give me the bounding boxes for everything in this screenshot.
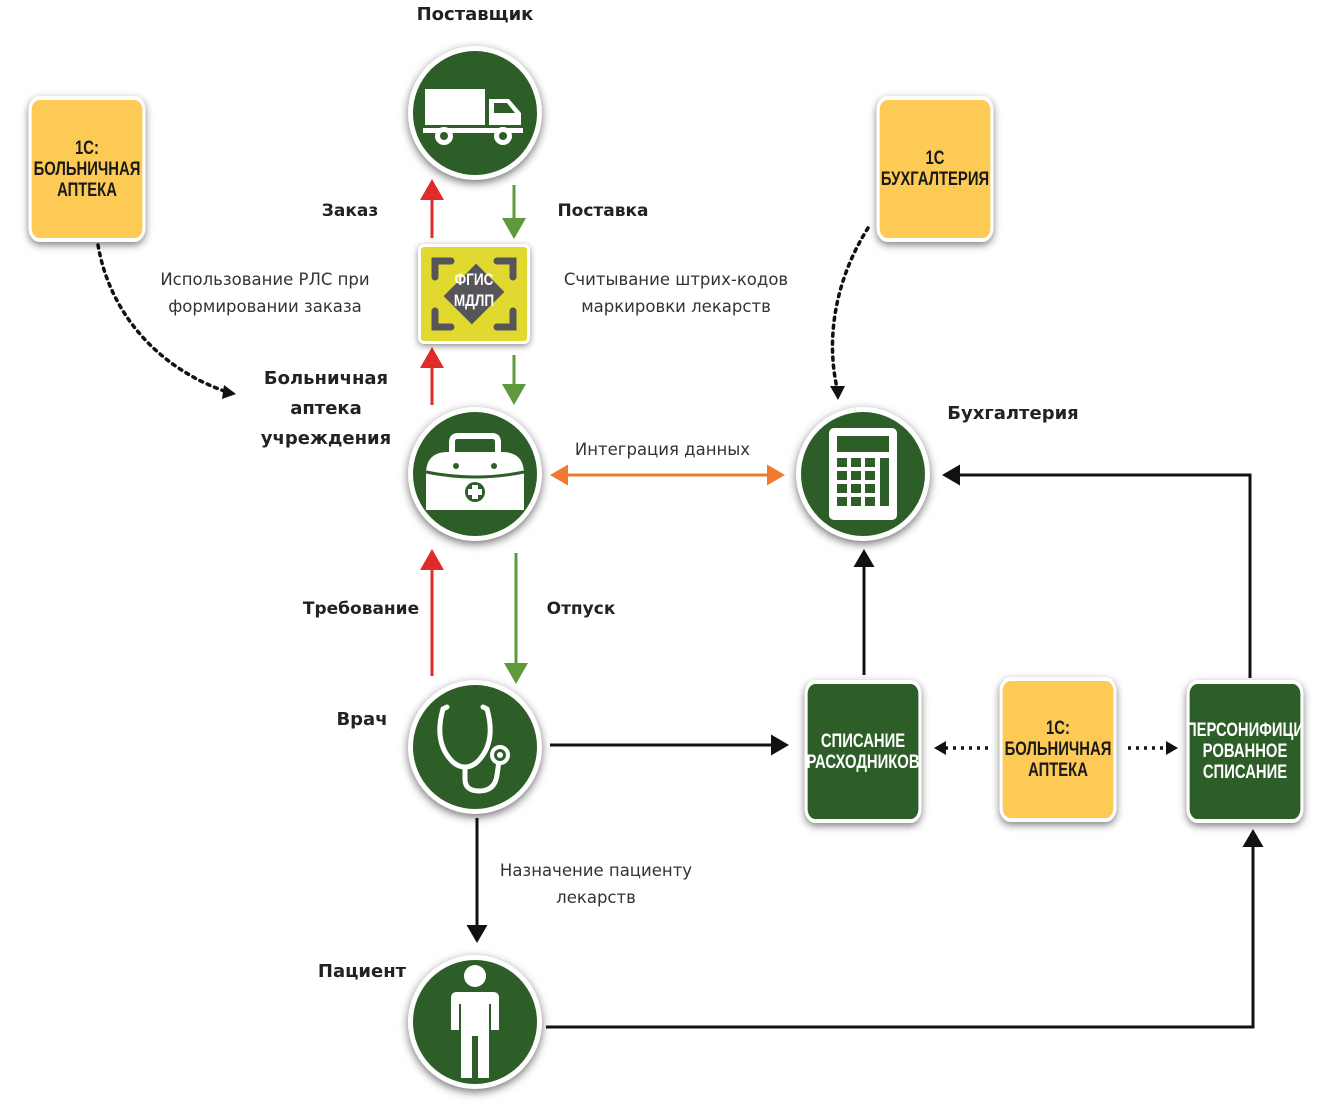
accounting-dotted-arrow	[830, 226, 870, 394]
rls-usage-label: Использование РЛС при формировании заказ…	[160, 270, 370, 316]
scan-frame-icon	[431, 257, 517, 331]
accounting-label: Бухгалтерия	[947, 403, 1079, 424]
medical-bag-icon	[425, 433, 525, 510]
patient-label: Пациент	[317, 961, 407, 982]
delivery-label: Поставка	[557, 201, 649, 221]
supplier-node	[408, 46, 542, 180]
pharmacy-1c-bottom-card: 1С: БОЛЬНИЧНАЯ АПТЕКА	[999, 677, 1117, 822]
hospital-pharmacy-node	[408, 407, 542, 541]
hospital-pharmacy-label: Больничная аптека учреждения	[260, 368, 392, 449]
rls-dotted-arrow	[96, 243, 232, 395]
supplier-label: Поставщик	[416, 4, 534, 25]
write-off-card: СПИСАНИЕ РАСХОДНИКОВ	[804, 680, 922, 823]
accounting-1c-card: 1С БУХГАЛТЕРИЯ	[876, 96, 994, 242]
calculator-icon	[829, 428, 897, 520]
pharmacy-1c-top-text: 1С: БОЛЬНИЧНАЯ АПТЕКА	[33, 137, 141, 201]
accounting-node	[796, 407, 930, 541]
request-label: Требование	[302, 599, 420, 619]
truck-icon	[423, 89, 523, 145]
pharmacy-1c-bottom-text: 1С: БОЛЬНИЧНАЯ АПТЕКА	[1004, 718, 1112, 781]
data-integration-label: Интеграция данных	[574, 440, 751, 459]
order-label: Заказ	[321, 201, 379, 221]
patient-to-personalized-arrow	[546, 829, 1264, 1029]
doctor-label: Врач	[336, 709, 388, 730]
person-icon	[451, 965, 499, 1078]
personalized-write-off-text: ПЕРСОНИФИЦИ РОВАННОЕ СПИСАНИЕ	[1185, 720, 1305, 783]
personalized-to-accounting-arrow	[942, 464, 1252, 678]
accounting-1c-text: 1С БУХГАЛТЕРИЯ	[880, 148, 990, 190]
fgis-mdlp-node: ФГИС МДЛП	[418, 244, 530, 344]
dispense-label: Отпуск	[546, 599, 616, 619]
stethoscope-icon	[437, 704, 510, 794]
pharmacy-1c-top-card: 1С: БОЛЬНИЧНАЯ АПТЕКА	[28, 96, 146, 242]
doctor-node	[408, 680, 542, 814]
prescription-label: Назначение пациенту лекарств	[499, 861, 693, 907]
write-off-text: СПИСАНИЕ РАСХОДНИКОВ	[806, 730, 920, 773]
barcode-scan-label: Считывание штрих-кодов маркировки лекарс…	[563, 270, 789, 316]
fgis-label: ФГИС МДЛП	[453, 270, 495, 310]
patient-node	[408, 955, 542, 1089]
personalized-write-off-card: ПЕРСОНИФИЦИ РОВАННОЕ СПИСАНИЕ	[1185, 680, 1305, 823]
